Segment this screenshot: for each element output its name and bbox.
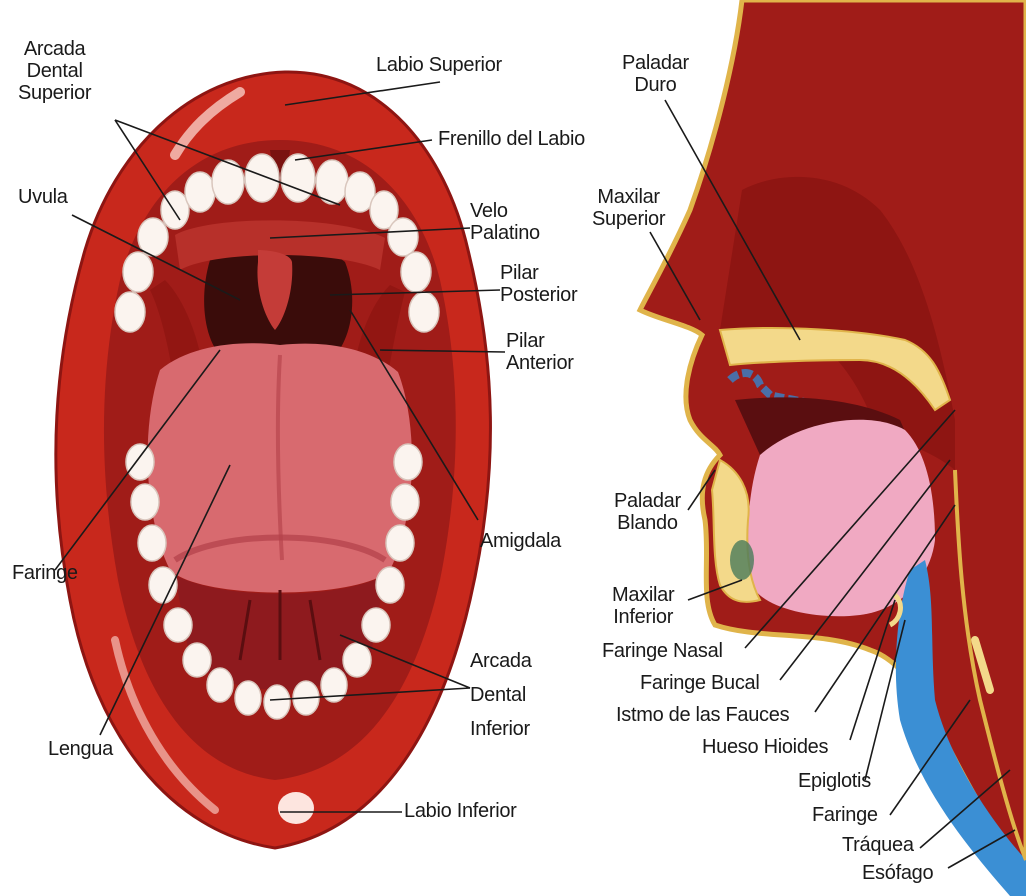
label-faringe-nasal: Faringe Nasal	[602, 640, 723, 662]
front-mouth-illustration	[56, 72, 491, 848]
label-line: Superior	[18, 82, 91, 104]
label-arcada-dental-superior: Arcada Dental Superior	[18, 38, 91, 104]
label-line: Inferior	[470, 718, 532, 740]
label-line: Inferior	[612, 606, 674, 628]
label-line: Maxilar	[592, 186, 665, 208]
label-velo-palatino: Velo Palatino	[470, 200, 540, 244]
label-faringe-side: Faringe	[812, 804, 878, 826]
label-maxilar-superior: Maxilar Superior	[592, 186, 665, 230]
label-amigdala: Amigdala	[480, 530, 561, 552]
label-line: Faringe	[12, 562, 78, 584]
label-line: Amigdala	[480, 530, 561, 552]
label-line: Faringe	[812, 804, 878, 826]
label-pilar-posterior: Pilar Posterior	[500, 262, 577, 306]
label-line: Paladar	[614, 490, 681, 512]
label-line: Paladar	[622, 52, 689, 74]
label-line: Arcada	[18, 38, 91, 60]
label-uvula: Uvula	[18, 186, 68, 208]
label-line: Esófago	[862, 862, 933, 884]
label-faringe-front: Faringe	[12, 562, 78, 584]
label-faringe-bucal: Faringe Bucal	[640, 672, 760, 694]
label-labio-superior: Labio Superior	[376, 54, 502, 76]
label-line: Pilar	[506, 330, 574, 352]
label-epiglotis: Epiglotis	[798, 770, 871, 792]
label-line: Labio Inferior	[404, 800, 517, 822]
label-line: Epiglotis	[798, 770, 871, 792]
label-line: Istmo de las Fauces	[616, 704, 789, 726]
label-line: Tráquea	[842, 834, 914, 856]
label-esofago: Esófago	[862, 862, 933, 884]
label-line: Lengua	[48, 738, 113, 760]
label-maxilar-inferior: Maxilar Inferior	[612, 584, 674, 628]
label-line: Arcada	[470, 650, 532, 672]
label-line: Superior	[592, 208, 665, 230]
label-istmo-de-las-fauces: Istmo de las Fauces	[616, 704, 789, 726]
label-line: Duro	[622, 74, 689, 96]
side-section-illustration	[640, 0, 1026, 896]
label-paladar-blando: Paladar Blando	[614, 490, 681, 534]
label-arcada-dental-inferior: Arcada Dental Inferior	[470, 650, 532, 740]
label-line: Faringe Bucal	[640, 672, 760, 694]
label-line: Anterior	[506, 352, 574, 374]
label-line: Faringe Nasal	[602, 640, 723, 662]
label-line: Frenillo del Labio	[438, 128, 585, 150]
label-line: Posterior	[500, 284, 577, 306]
label-labio-inferior: Labio Inferior	[404, 800, 517, 822]
label-pilar-anterior: Pilar Anterior	[506, 330, 574, 374]
label-paladar-duro: Paladar Duro	[622, 52, 689, 96]
label-line: Uvula	[18, 186, 68, 208]
label-line: Dental	[18, 60, 91, 82]
label-line: Pilar	[500, 262, 577, 284]
label-line: Blando	[614, 512, 681, 534]
label-hueso-hioides: Hueso Hioides	[702, 736, 828, 758]
lower-lip-highlight	[278, 792, 314, 824]
label-line: Palatino	[470, 222, 540, 244]
label-traquea: Tráquea	[842, 834, 914, 856]
label-lengua: Lengua	[48, 738, 113, 760]
label-line: Maxilar	[612, 584, 674, 606]
label-line: Dental	[470, 684, 532, 706]
label-line: Labio Superior	[376, 54, 502, 76]
label-line: Hueso Hioides	[702, 736, 828, 758]
label-line: Velo	[470, 200, 540, 222]
label-frenillo-del-labio: Frenillo del Labio	[438, 128, 585, 150]
